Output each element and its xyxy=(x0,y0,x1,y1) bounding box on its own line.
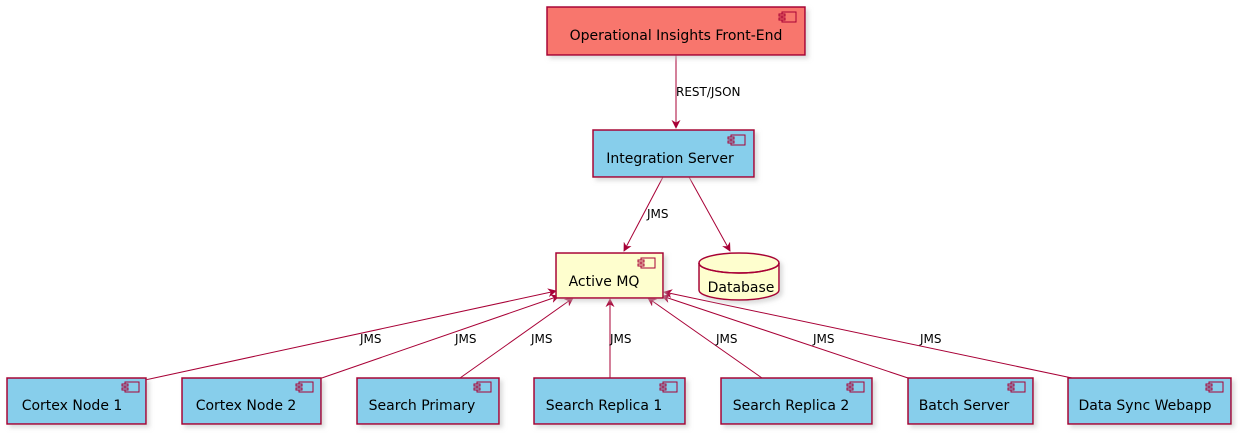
edge-datasync-activemq xyxy=(663,289,1073,379)
node-cortex2: Cortex Node 2 xyxy=(181,377,322,425)
component-icon xyxy=(1007,381,1026,393)
node-frontend-box xyxy=(546,6,806,56)
node-integration-label: Integration Server xyxy=(606,151,734,167)
edge-integration-activemq xyxy=(623,176,664,252)
node-datasync: Data Sync Webapp xyxy=(1067,377,1232,425)
node-datasync-label: Data Sync Webapp xyxy=(1079,398,1212,414)
edge-label-search-primary-activemq: JMS xyxy=(530,332,553,346)
component-icon xyxy=(659,381,678,393)
edge-label-search-replica1-activemq: JMS xyxy=(609,332,632,346)
component-icon xyxy=(778,11,797,23)
node-batch-label: Batch Server xyxy=(919,398,1010,414)
node-activemq-box xyxy=(555,252,664,299)
edge-label-batch-activemq: JMS xyxy=(812,332,835,346)
node-search-replica1-label: Search Replica 1 xyxy=(546,398,663,414)
edge-integration-database xyxy=(688,176,731,252)
node-cortex1: Cortex Node 1 xyxy=(6,377,147,425)
component-icon xyxy=(295,381,314,393)
component-icon xyxy=(637,257,656,269)
node-cortex2-label: Cortex Node 2 xyxy=(196,398,297,414)
edge-label-datasync-activemq: JMS xyxy=(919,332,942,346)
component-icon xyxy=(727,134,746,146)
node-database: Database xyxy=(698,252,780,301)
edge-search-primary-activemq xyxy=(459,297,574,379)
edge-cortex2-activemq xyxy=(315,294,560,381)
edge-label-integration-activemq: JMS xyxy=(646,207,669,221)
node-cortex1-label: Cortex Node 1 xyxy=(22,398,123,414)
component-icon xyxy=(1205,381,1224,393)
node-search-replica2-label: Search Replica 2 xyxy=(733,398,850,414)
node-activemq-label: Active MQ xyxy=(569,274,640,290)
node-integration-box xyxy=(592,129,755,178)
node-datasync-box xyxy=(1067,377,1232,425)
component-icon xyxy=(121,381,140,393)
node-frontend: Operational Insights Front-End xyxy=(546,6,806,56)
node-database-label: Database xyxy=(708,280,775,296)
edge-cortex1-activemq xyxy=(144,288,557,381)
edge-label-frontend-integration: REST/JSON xyxy=(676,85,741,99)
node-batch: Batch Server xyxy=(907,377,1034,425)
edge-batch-activemq xyxy=(661,294,909,379)
component-icon xyxy=(846,381,865,393)
edges: REST/JSON JMS JMS JMS JMS JMS JMS JMS JM… xyxy=(144,55,1073,381)
edge-label-cortex2-activemq: JMS xyxy=(454,332,477,346)
node-search-primary: Search Primary xyxy=(356,377,500,425)
node-search-replica1: Search Replica 1 xyxy=(533,377,686,425)
edge-label-cortex1-activemq: JMS xyxy=(359,332,382,346)
node-integration: Integration Server xyxy=(592,129,755,178)
node-frontend-label: Operational Insights Front-End xyxy=(570,28,783,44)
node-activemq: Active MQ xyxy=(555,252,664,299)
node-search-replica2: Search Replica 2 xyxy=(720,377,873,425)
component-icon xyxy=(473,381,492,393)
edge-label-search-replica2-activemq: JMS xyxy=(715,332,738,346)
database-cylinder-rim xyxy=(698,262,780,274)
node-search-primary-label: Search Primary xyxy=(369,398,476,414)
edge-search-replica2-activemq xyxy=(647,297,763,379)
